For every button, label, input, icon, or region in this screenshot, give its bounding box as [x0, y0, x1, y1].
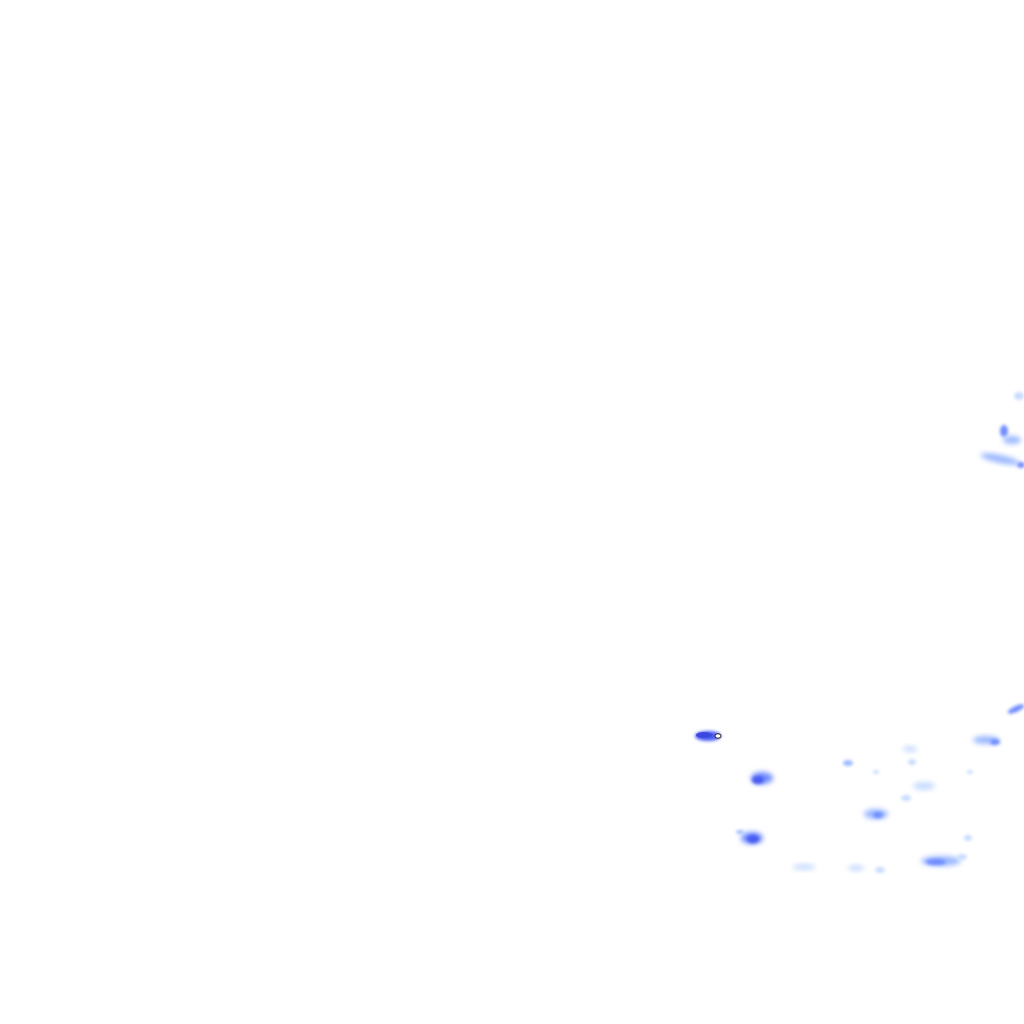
echo-cell [1003, 436, 1021, 444]
echo-core [714, 733, 722, 739]
echo-cell [1017, 462, 1024, 468]
echo-cell [736, 830, 744, 834]
echo-cell [873, 770, 879, 774]
echo-cluster-east [973, 704, 1024, 745]
echo-cell [696, 732, 712, 738]
echo-cell [957, 854, 967, 860]
echo-cell [980, 453, 1020, 465]
echo-cell [843, 760, 853, 766]
echo-cell [875, 867, 885, 873]
echo-cell [903, 746, 917, 752]
echo-cluster-south [736, 746, 973, 873]
echo-cell [967, 770, 973, 774]
echo-cell [1014, 392, 1024, 400]
echo-cell [913, 782, 935, 790]
echo-cell [990, 739, 1000, 745]
echo-cell [747, 835, 759, 843]
echo-cell [1000, 425, 1008, 437]
echo-cell [873, 812, 883, 818]
echo-cell [1007, 704, 1024, 714]
echo-cell [848, 865, 864, 871]
echo-cell [901, 795, 911, 801]
echo-cell-strong [695, 731, 722, 741]
echo-cell [752, 776, 764, 784]
echo-cluster-northeast [980, 392, 1024, 468]
echo-cell [908, 759, 916, 765]
echo-cell [926, 859, 946, 865]
echo-cell [964, 835, 972, 841]
echo-cell [793, 864, 815, 870]
